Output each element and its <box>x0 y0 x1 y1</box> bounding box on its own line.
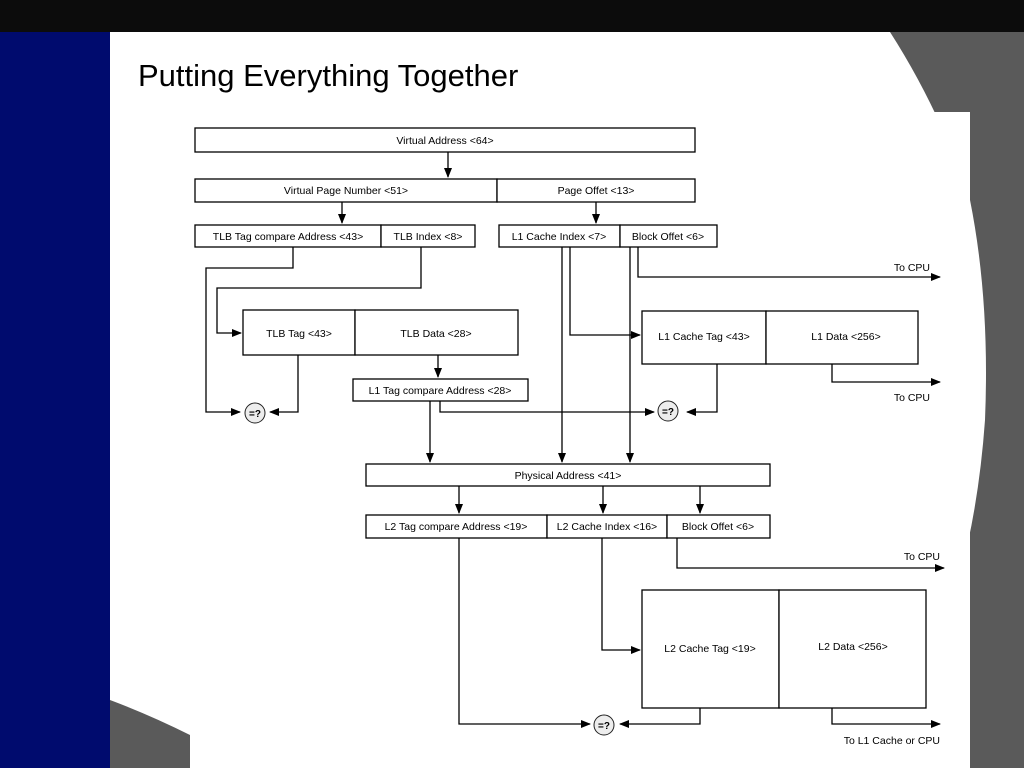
l2-comparator-circle <box>593 714 615 736</box>
arrow-l2-offset-to-cpu <box>676 538 945 572</box>
virtual-page-number-label: Virtual Page Number <51> <box>284 185 408 197</box>
to-cpu-label-1: To CPU <box>894 262 930 274</box>
arrow-block-offset-to-cpu <box>637 247 941 281</box>
l2-comparator-symbol: =? <box>598 721 610 732</box>
virtual-address-label: Virtual Address <64> <box>396 135 493 147</box>
tlb-data-box <box>354 309 519 356</box>
arrow-l2-data-out <box>831 708 941 728</box>
l2-block-offset-box <box>666 514 771 539</box>
arrow-l1-index-to-l1 <box>569 247 641 339</box>
l2-block-offset-label: Block Offet <6> <box>682 521 754 533</box>
l1-cache-tag-box <box>641 310 767 365</box>
tlb-comparator: =? <box>244 402 266 424</box>
tlb-data-label: TLB Data <28> <box>400 328 471 340</box>
virtual-address-box <box>194 127 696 153</box>
l2-cache-index-label: L2 Cache Index <16> <box>557 521 657 533</box>
arrow-l2cache-to-compare <box>619 708 701 728</box>
l2-tag-compare-address-label: L2 Tag compare Address <19> <box>385 521 528 533</box>
l1-cache-tag-label: L1 Cache Tag <43> <box>658 331 749 343</box>
l1-block-offset-box <box>619 224 718 248</box>
physical-address-box <box>365 463 771 487</box>
tlb-index-label: TLB Index <8> <box>394 231 463 243</box>
l1-data-box <box>765 310 919 365</box>
l2-comparator: =? <box>593 714 615 736</box>
arrow-l2-index-to-l2 <box>601 538 641 654</box>
arrow-l1-data-to-cpu <box>831 364 941 386</box>
l1-data-label: L1 Data <256> <box>811 331 880 343</box>
to-cpu-label-3: To CPU <box>904 551 940 563</box>
tlb-tag-label: TLB Tag <43> <box>266 328 332 340</box>
l2-cache-tag-label: L2 Cache Tag <19> <box>664 643 755 655</box>
to-l1-or-cpu-label: To L1 Cache or CPU <box>844 735 940 747</box>
arrow-tlb-tag-to-compare <box>205 247 294 416</box>
l1-cache-index-label: L1 Cache Index <7> <box>512 231 607 243</box>
tlb-comparator-symbol: =? <box>249 409 261 420</box>
tlb-index-box <box>380 224 476 248</box>
l1-comparator-symbol: =? <box>662 407 674 418</box>
top-bar <box>0 0 1024 32</box>
l1-tag-compare-address-label: L1 Tag compare Address <28> <box>369 385 512 397</box>
to-cpu-label-2: To CPU <box>894 392 930 404</box>
slide-title: Putting Everything Together <box>138 58 519 93</box>
left-band <box>0 32 110 768</box>
arrow-l1tag-to-compare <box>439 401 655 416</box>
l2-data-label: L2 Data <256> <box>818 641 887 653</box>
arrow-l1-tag-to-compare <box>686 364 718 416</box>
l1-comparator-circle <box>657 400 679 422</box>
l1-comparator: =? <box>657 400 679 422</box>
l1-block-offset-label: Block Offet <6> <box>632 231 704 243</box>
arrow-l2tag-to-compare <box>458 538 591 728</box>
arrow-tlb-index-to-tlb <box>216 247 422 337</box>
l2-cache-tag-box <box>641 589 780 709</box>
arrow-tlb-tag-out <box>269 355 299 416</box>
tlb-tag-compare-address-label: TLB Tag compare Address <43> <box>213 231 363 243</box>
l2-data-box <box>778 589 927 709</box>
physical-address-label: Physical Address <41> <box>515 470 622 482</box>
page-offset-label: Page Offet <13> <box>558 185 635 197</box>
tlb-comparator-circle <box>244 402 266 424</box>
